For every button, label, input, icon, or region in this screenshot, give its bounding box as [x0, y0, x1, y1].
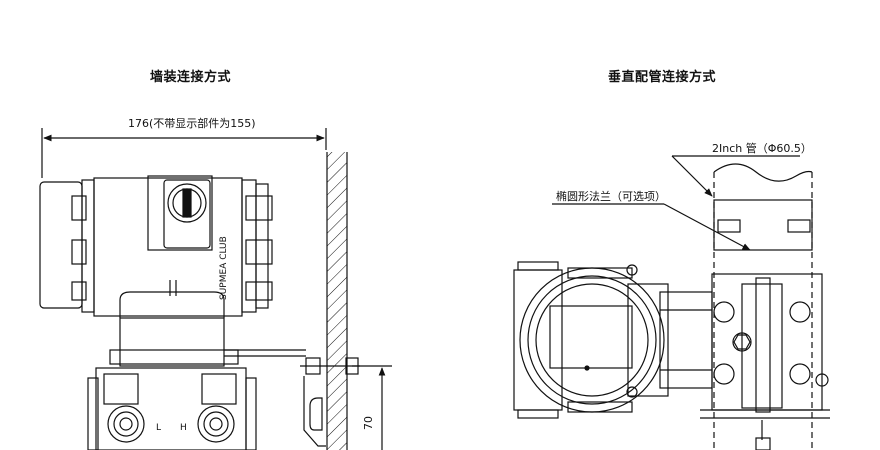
vertical-pipe-title: 垂直配管连接方式: [608, 70, 717, 85]
vertical-pipe-drawing: 2Inch 管（Φ60.5） 椭圆形法兰（可选项）: [513, 141, 830, 450]
wall-mount-drawing: 176(不带显示部件为155): [39, 116, 392, 450]
sensor-neck: [109, 280, 239, 367]
height-dimension: 70: [352, 365, 392, 450]
mounting-bracket: [224, 349, 360, 447]
width-dimension-label: 176(不带显示部件为155): [128, 116, 256, 130]
port-label-low: L: [156, 423, 161, 433]
sensor-flange: L H: [87, 367, 257, 450]
pipe-bracket: [700, 273, 830, 450]
flange-callout: 椭圆形法兰（可选项）: [552, 189, 751, 251]
brand-text: SUPMEA CLUB: [219, 236, 229, 300]
wall: [326, 152, 348, 450]
port-label-high: H: [180, 423, 187, 433]
transmitter-front-view: [513, 261, 713, 419]
wall-mount-title: 墙装连接方式: [150, 70, 232, 85]
height-dimension-label: 70: [362, 416, 375, 430]
pipe-callout: 2Inch 管（Φ60.5）: [671, 141, 812, 197]
transmitter-housing: SUPMEA CLUB: [39, 175, 273, 317]
pipe-callout-label: 2Inch 管（Φ60.5）: [712, 141, 812, 155]
flange-callout-label: 椭圆形法兰（可选项）: [556, 189, 666, 203]
pipe: [713, 163, 813, 450]
width-dimension: 176(不带显示部件为155): [41, 116, 327, 178]
